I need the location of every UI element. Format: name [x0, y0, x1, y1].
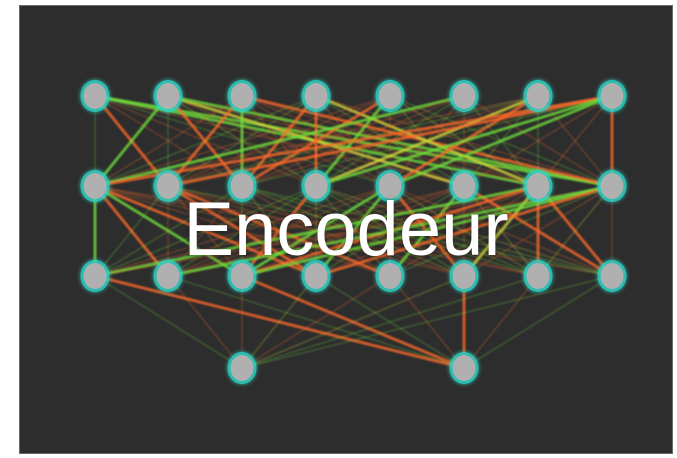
network-edge	[389, 185, 613, 277]
network-node	[523, 260, 553, 292]
network-edge	[94, 94, 613, 188]
edge-layer	[93, 94, 614, 370]
network-node	[153, 260, 183, 292]
network-edge	[537, 185, 613, 277]
network-node	[227, 352, 257, 384]
network-node	[80, 170, 110, 202]
network-edge	[241, 184, 613, 278]
network-edge	[241, 275, 613, 369]
network-node	[449, 80, 479, 112]
network-node	[597, 260, 627, 292]
network-node	[153, 80, 183, 112]
network-edge	[389, 94, 613, 188]
network-edge	[167, 275, 243, 369]
network-edge	[463, 275, 539, 369]
network-edge	[463, 185, 613, 277]
network-edge	[241, 275, 317, 369]
network-node	[227, 260, 257, 292]
network-edge	[94, 185, 465, 277]
network-edge	[94, 185, 243, 277]
network-edge	[94, 185, 169, 277]
network-node	[227, 80, 257, 112]
network-edge	[463, 275, 613, 369]
network-node	[597, 80, 627, 112]
diagram-title: Encodeur	[183, 187, 509, 272]
network-edge	[94, 185, 317, 277]
network-edge	[94, 95, 391, 187]
network-edge	[94, 275, 243, 369]
network-node	[523, 170, 553, 202]
network-node	[375, 170, 405, 202]
network-edge	[94, 185, 613, 277]
network-node	[523, 80, 553, 112]
network-node	[301, 170, 331, 202]
network-edge	[241, 275, 391, 369]
network-edge	[463, 95, 613, 187]
network-edge	[241, 95, 613, 187]
node-layer	[80, 80, 627, 384]
network-node	[449, 352, 479, 384]
diagram-canvas: Encodeur	[19, 5, 673, 454]
network-node	[301, 80, 331, 112]
network-node	[227, 170, 257, 202]
network-edge	[94, 95, 317, 187]
network-edge	[94, 94, 465, 188]
network-edge	[94, 185, 391, 277]
network-edge	[315, 184, 613, 278]
network-edge	[315, 94, 613, 188]
network-node	[449, 260, 479, 292]
network-edge	[241, 275, 465, 369]
network-edge	[537, 95, 613, 187]
network-node	[80, 260, 110, 292]
network-edge	[94, 95, 243, 187]
network-node	[375, 260, 405, 292]
network-node	[301, 260, 331, 292]
network-node	[153, 170, 183, 202]
network-node	[80, 80, 110, 112]
network-node	[449, 170, 479, 202]
network-edge	[93, 95, 170, 187]
network-node	[375, 80, 405, 112]
network-node	[597, 170, 627, 202]
network-edge	[241, 275, 539, 369]
neural-network-diagram	[80, 80, 627, 384]
